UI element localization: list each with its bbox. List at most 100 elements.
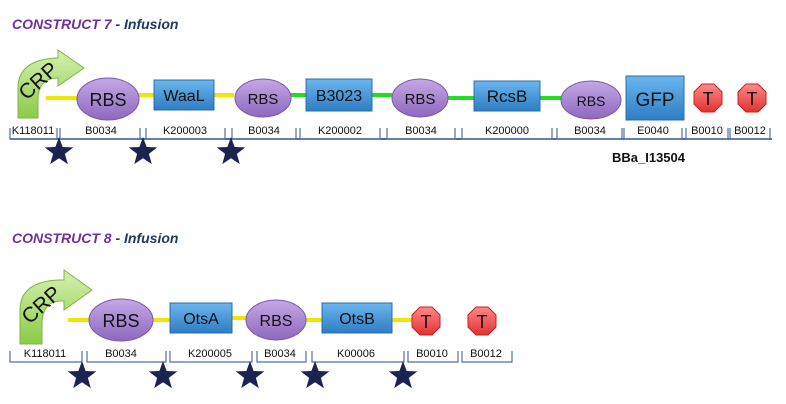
rbs-text: RBS xyxy=(260,313,293,330)
terminator-text: T xyxy=(703,89,714,109)
cds-text: OtsB xyxy=(339,311,375,328)
cds-icon xyxy=(153,79,215,111)
cds-text: WaaL xyxy=(163,88,204,105)
rbs-text: RBS xyxy=(89,90,126,110)
rbs-text: RBS xyxy=(577,93,606,109)
bracket xyxy=(169,351,253,363)
biobrick-label: BBa_I13504 xyxy=(612,150,686,165)
promoter-arrow-icon xyxy=(19,269,93,345)
star-icon xyxy=(148,361,178,389)
part-id: K00006 xyxy=(337,348,375,360)
bracket xyxy=(59,128,141,140)
cds-icon xyxy=(473,80,541,112)
part-id: K200002 xyxy=(318,125,362,137)
part-id: E0040 xyxy=(637,125,669,137)
construct-7: CONSTRUCT 7 - Infusion xyxy=(9,16,772,165)
construct-8-promoter: CRP xyxy=(17,269,93,345)
star-icon xyxy=(388,361,418,389)
star-icon xyxy=(235,361,265,389)
construct-8-part-labels: K118011 B0034 K200005 B0034 K00006 B0010… xyxy=(24,348,502,360)
rbs-icon xyxy=(391,78,449,118)
construct-8-title: CONSTRUCT 8 - Infusion xyxy=(12,230,178,246)
rbs-icon xyxy=(560,80,622,120)
cds-icon xyxy=(169,302,233,334)
bracket xyxy=(9,351,83,363)
bracket xyxy=(556,128,623,140)
construct-8-subtitle: - Infusion xyxy=(112,230,179,246)
bracket xyxy=(9,128,58,140)
bracket xyxy=(386,128,456,140)
construct-7-subtitle: - Infusion xyxy=(112,16,179,32)
bracket xyxy=(461,128,553,140)
part-id: B0010 xyxy=(691,125,723,137)
rbs-text: RBS xyxy=(248,91,279,108)
cds-icon xyxy=(305,78,373,112)
part-id: B0010 xyxy=(416,348,448,360)
star-icon xyxy=(128,137,158,165)
cds-icon xyxy=(625,75,685,121)
part-id: K200005 xyxy=(188,348,232,360)
bracket xyxy=(311,351,405,363)
star-icon xyxy=(216,137,246,165)
promoter-arrow-icon xyxy=(17,49,85,119)
part-id: B0012 xyxy=(470,348,502,360)
rbs-icon xyxy=(234,78,292,118)
rbs-icon xyxy=(88,298,154,342)
cds-text: GFP xyxy=(635,90,674,111)
construct-7-linkers xyxy=(46,93,562,100)
bracket xyxy=(685,128,729,140)
rbs-icon xyxy=(76,77,140,121)
cds-text: OtsA xyxy=(183,311,219,328)
construct-7-promoter: CRP xyxy=(14,49,85,119)
bracket xyxy=(623,128,683,140)
terminator-text: T xyxy=(747,89,758,109)
terminator-icon xyxy=(737,83,767,113)
star-icon xyxy=(67,361,97,389)
bracket xyxy=(461,351,513,363)
bracket xyxy=(729,128,771,140)
construct-7-assembly-markers xyxy=(44,137,246,165)
bracket xyxy=(299,128,381,140)
construct-8: CONSTRUCT 8 - Infusion xyxy=(9,230,513,389)
bracket xyxy=(86,351,167,363)
bracket xyxy=(256,351,307,363)
cds-text: RcsB xyxy=(487,87,528,106)
bracket xyxy=(231,128,297,140)
rbs-icon xyxy=(245,299,307,341)
construct-8-assembly-markers xyxy=(67,361,418,389)
rbs-text: RBS xyxy=(102,311,139,331)
rbs-text: RBS xyxy=(405,91,436,108)
bracket xyxy=(407,351,459,363)
part-id: B0034 xyxy=(248,125,280,137)
construct-7-part-labels: K118011 B0034 K200003 B0034 K200002 B003… xyxy=(12,125,766,137)
promoter-id: K118011 xyxy=(24,348,66,360)
part-id: B0034 xyxy=(574,125,606,137)
part-id: K200000 xyxy=(485,125,529,137)
terminator-icon xyxy=(693,83,723,113)
star-icon xyxy=(44,137,74,165)
cds-text: B3023 xyxy=(316,88,362,105)
part-id: B0034 xyxy=(105,348,137,360)
construct-7-title: CONSTRUCT 7 - Infusion xyxy=(12,16,178,32)
part-id: K200003 xyxy=(163,125,207,137)
terminator-icon xyxy=(411,306,441,336)
cds-icon xyxy=(321,302,393,334)
part-id: B0012 xyxy=(734,125,766,137)
promoter-id: K118011 xyxy=(12,125,54,137)
construct-8-label-brackets xyxy=(9,351,513,363)
part-id: B0034 xyxy=(264,348,296,360)
construct-8-name: CONSTRUCT 8 xyxy=(12,230,112,246)
terminator-text: T xyxy=(421,312,432,332)
part-id: B0034 xyxy=(405,125,437,137)
terminator-icon xyxy=(467,306,497,336)
construct-8-parts: RBS OtsA RBS OtsB T T xyxy=(88,298,497,342)
bracket xyxy=(145,128,226,140)
construct-7-name: CONSTRUCT 7 xyxy=(12,16,113,32)
star-icon xyxy=(300,361,330,389)
construct-7-label-brackets xyxy=(9,128,771,140)
construct-7-parts: RBS WaaL RBS B3023 RBS RcsB RBS GFP T xyxy=(76,75,767,121)
terminator-text: T xyxy=(477,312,488,332)
part-id: B0034 xyxy=(85,125,117,137)
